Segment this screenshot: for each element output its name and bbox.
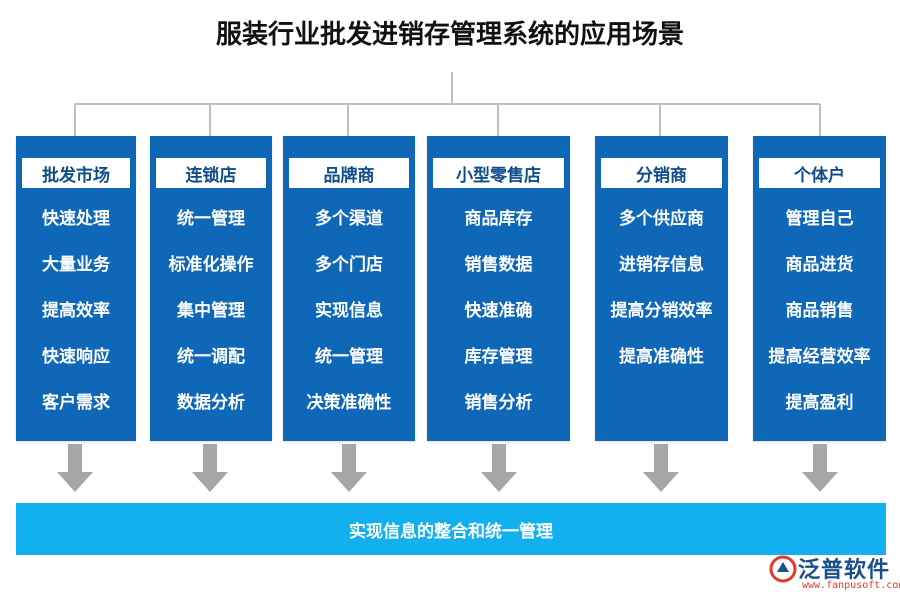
column-item: 统一调配 (177, 347, 245, 367)
column-item: 进销存信息 (619, 255, 704, 275)
column-item: 库存管理 (464, 347, 533, 367)
column-item: 销售数据 (464, 255, 533, 275)
down-arrow-icon (192, 444, 228, 492)
column-header: 批发市场 (22, 158, 130, 188)
column-item: 商品销售 (785, 301, 854, 321)
column-item: 提高分销效率 (610, 301, 713, 321)
column-item: 决策准确性 (306, 393, 392, 413)
column-item: 提高经营效率 (768, 347, 871, 367)
column-item: 标准化操作 (168, 255, 254, 275)
column-chain-store: 连锁店 统一管理 标准化操作 集中管理 统一调配 数据分析 (150, 136, 272, 441)
column-item: 商品进货 (785, 255, 854, 275)
page-title: 服装行业批发进销存管理系统的应用场景 (215, 20, 684, 50)
column-item: 管理自己 (785, 209, 854, 229)
column-item: 数据分析 (177, 393, 245, 413)
column-item: 多个门店 (315, 255, 383, 275)
column-item: 集中管理 (177, 301, 245, 321)
brand-logo: 泛普软件 www.fanpusoft.com (768, 552, 900, 594)
column-item: 统一管理 (177, 209, 245, 229)
column-item: 快速响应 (42, 347, 110, 367)
column-header: 个体户 (759, 158, 880, 188)
connector-lines (74, 72, 821, 136)
column-item: 实现信息 (315, 301, 383, 321)
column-item: 提高效率 (42, 301, 110, 321)
column-item: 快速准确 (464, 301, 533, 321)
column-item: 商品库存 (464, 209, 533, 229)
column-small-retail: 小型零售店 商品库存 销售数据 快速准确 库存管理 销售分析 (427, 136, 570, 441)
column-item: 提高盈利 (785, 393, 854, 413)
logo-name: 泛普软件 (798, 558, 891, 583)
column-item: 快速处理 (42, 209, 110, 229)
column-item: 多个渠道 (315, 209, 383, 229)
column-item: 提高准确性 (619, 347, 704, 367)
column-item: 统一管理 (315, 347, 383, 367)
logo-mark-icon (769, 555, 797, 583)
column-header: 连锁店 (156, 158, 266, 188)
column-item: 销售分析 (464, 393, 533, 413)
column-distributor: 分销商 多个供应商 进销存信息 提高分销效率 提高准确性 (595, 136, 728, 441)
column-item: 客户需求 (42, 393, 110, 413)
column-item: 多个供应商 (619, 209, 704, 229)
down-arrow-icon (57, 444, 93, 492)
down-arrow-icon (643, 444, 679, 492)
column-wholesale-market: 批发市场 快速处理 大量业务 提高效率 快速响应 客户需求 (16, 136, 136, 441)
column-self-employed: 个体户 管理自己 商品进货 商品销售 提高经营效率 提高盈利 (753, 136, 886, 441)
column-item: 大量业务 (42, 255, 110, 275)
down-arrow-icon (331, 444, 367, 492)
down-arrow-icon (802, 444, 838, 492)
logo-url: www.fanpusoft.com (802, 580, 900, 591)
column-header: 小型零售店 (433, 158, 564, 188)
column-header: 分销商 (601, 158, 722, 188)
column-brand: 品牌商 多个渠道 多个门店 实现信息 统一管理 决策准确性 (283, 136, 415, 441)
down-arrow-icon (481, 444, 517, 492)
column-header: 品牌商 (289, 158, 409, 188)
summary-bar: 实现信息的整合和统一管理 (16, 503, 886, 555)
